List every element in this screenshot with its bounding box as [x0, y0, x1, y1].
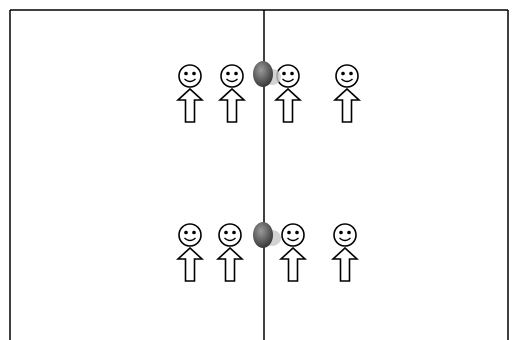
person-icon [178, 224, 202, 281]
left-eye [282, 72, 286, 76]
smiley-head [219, 224, 241, 246]
ball [253, 222, 273, 248]
left-eye [224, 231, 228, 235]
left-eye [226, 72, 230, 76]
left-eye [287, 231, 291, 235]
field-lines [10, 10, 508, 340]
arrow-body [335, 89, 359, 122]
arrow-body [178, 248, 202, 281]
smiley-head [179, 224, 201, 246]
smiley-head [336, 65, 358, 87]
person-icon [218, 224, 242, 281]
ball [253, 61, 273, 87]
smiley-head [282, 224, 304, 246]
person-icon [281, 224, 305, 281]
left-eye [341, 72, 345, 76]
arrow-body [281, 248, 305, 281]
person-icon [335, 65, 359, 122]
ball-icon [253, 222, 281, 248]
top-group [178, 61, 359, 122]
right-eye [192, 72, 196, 76]
smiley-head [221, 65, 243, 87]
right-eye [349, 72, 353, 76]
arrow-body [276, 89, 300, 122]
person-icon [220, 65, 244, 122]
right-eye [347, 231, 351, 235]
smiley-head [179, 65, 201, 87]
left-eye [339, 231, 343, 235]
ball-icon [253, 61, 281, 87]
right-eye [295, 231, 299, 235]
arrow-body [178, 89, 202, 122]
arrow-body [218, 248, 242, 281]
arrow-body [220, 89, 244, 122]
figures-layer [178, 61, 359, 281]
right-eye [290, 72, 294, 76]
left-eye [184, 72, 188, 76]
person-icon [178, 65, 202, 122]
arrow-body [333, 248, 357, 281]
right-eye [234, 72, 238, 76]
smiley-head [334, 224, 356, 246]
right-eye [192, 231, 196, 235]
person-icon [333, 224, 357, 281]
left-eye [184, 231, 188, 235]
right-eye [232, 231, 236, 235]
bottom-group [178, 222, 357, 281]
